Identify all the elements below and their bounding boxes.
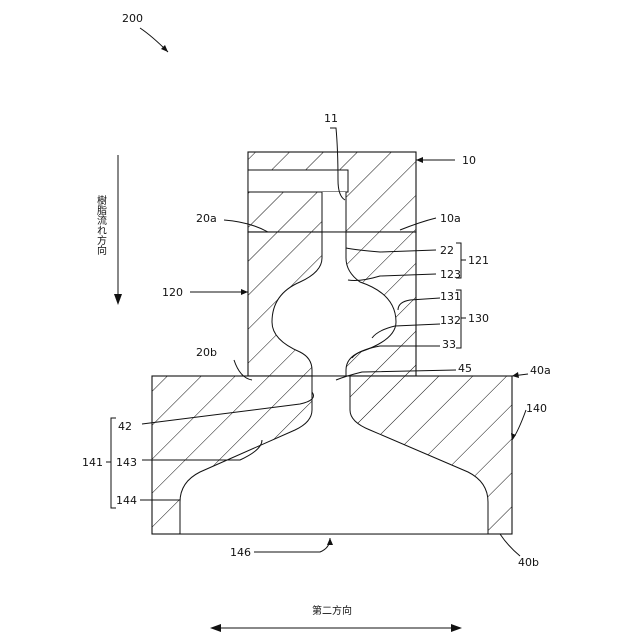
label-121: 121 [468,254,489,267]
label-120: 120 [162,286,183,299]
label-144: 144 [116,494,137,507]
label-140: 140 [526,402,547,415]
bracket-141 [106,418,116,508]
label-10: 10 [462,154,476,167]
label-10a: 10a [440,212,461,225]
second-direction-label: 第二方向 [312,604,352,617]
label-40b: 40b [518,556,539,569]
label-143: 143 [116,456,137,469]
flow-direction-label: 樹脂流れ方向 [95,194,107,255]
label-123: 123 [440,268,461,281]
label-130: 130 [468,312,489,325]
second-direction-arrowhead-right [451,624,462,632]
label-11: 11 [324,112,338,125]
label-45: 45 [458,362,472,375]
flow-direction-arrowhead [114,294,122,305]
label-42: 42 [118,420,132,433]
label-40a: 40a [530,364,551,377]
label-131: 131 [440,290,461,303]
ref-200: 200 [122,12,143,25]
label-20b: 20b [196,346,217,359]
label-33: 33 [442,338,456,351]
label-22: 22 [440,244,454,257]
slot-11 [248,170,348,192]
label-132: 132 [440,314,461,327]
label-20a: 20a [196,212,217,225]
label-146: 146 [230,546,251,559]
label-141: 141 [82,456,103,469]
second-direction-arrowhead-left [210,624,221,632]
